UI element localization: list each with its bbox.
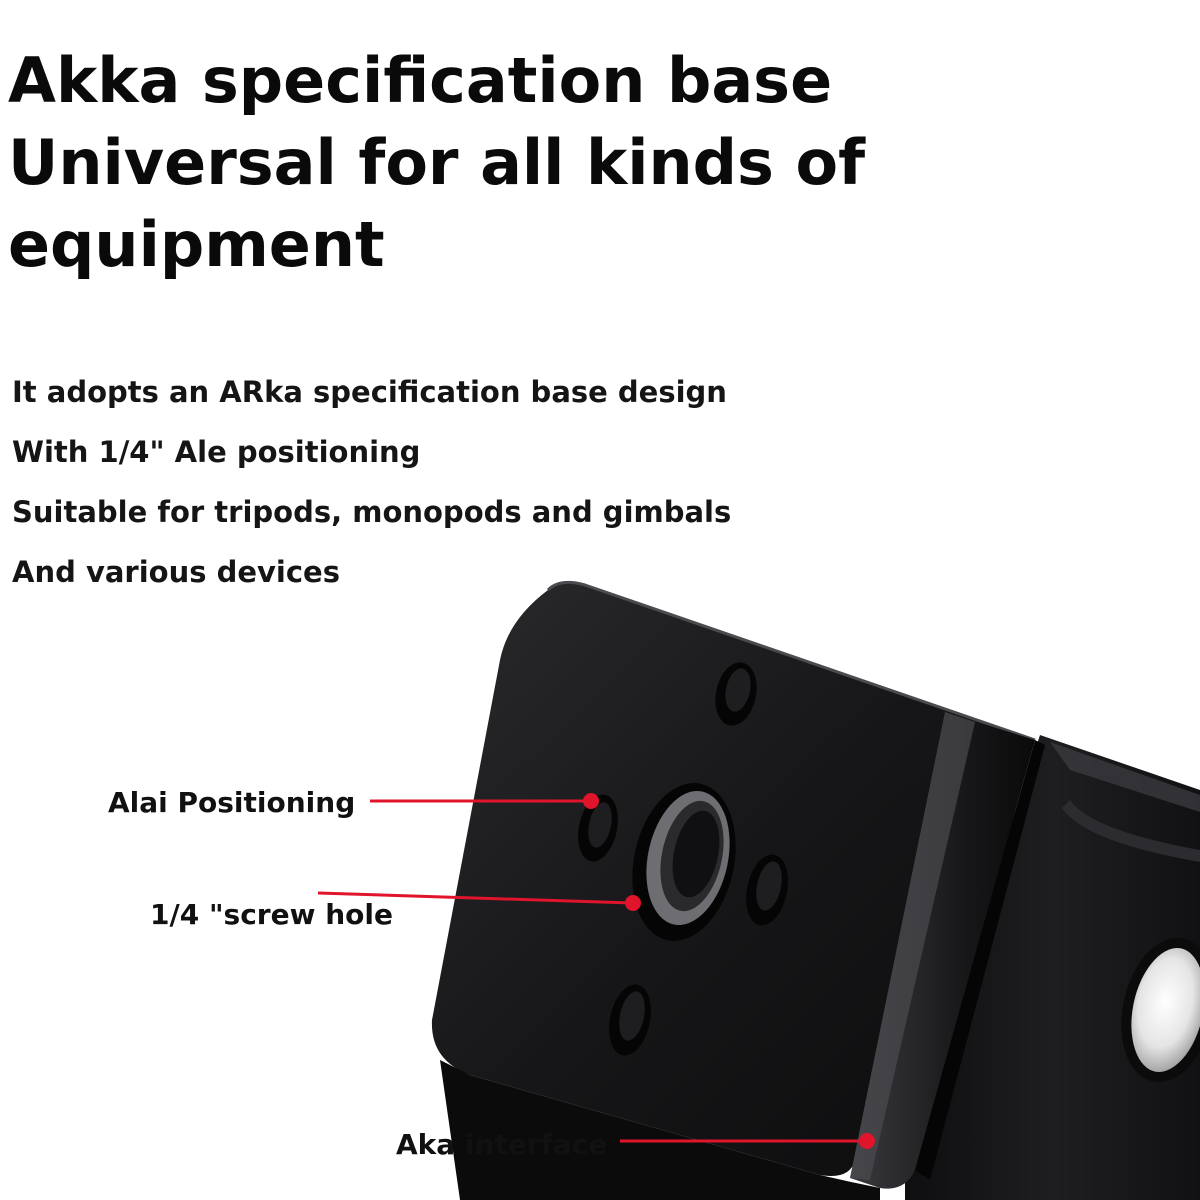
callout-dot-alai bbox=[583, 793, 599, 809]
arca-rail-edge bbox=[850, 712, 1045, 1189]
rear-screw-hole bbox=[1126, 942, 1200, 1078]
callout-dot-screw bbox=[625, 895, 641, 911]
callout-line-screw bbox=[317, 891, 633, 905]
headline-line-3: equipment bbox=[8, 208, 385, 281]
callout-dot-aka bbox=[859, 1133, 875, 1149]
callout-label-screw-hole: 1/4 "screw hole bbox=[150, 898, 393, 931]
center-screw-hole bbox=[632, 783, 736, 941]
callout-label-alai-positioning: Alai Positioning bbox=[108, 786, 356, 819]
feature-item: With 1/4" Ale positioning bbox=[12, 435, 421, 469]
feature-item: And various devices bbox=[12, 555, 340, 589]
headline-line-1: Akka specification base bbox=[8, 44, 833, 117]
positioning-holes bbox=[578, 662, 788, 1056]
callout-lines bbox=[317, 793, 875, 1149]
headline-line-2: Universal for all kinds of bbox=[8, 126, 866, 199]
callout-label-aka-interface: Aka interface bbox=[396, 1128, 608, 1161]
rail-body bbox=[905, 735, 1200, 1200]
headline: Akka specification base Universal for al… bbox=[8, 40, 865, 286]
feature-list: It adopts an ARka specification base des… bbox=[12, 362, 731, 602]
feature-item: Suitable for tripods, monopods and gimba… bbox=[12, 495, 732, 529]
feature-item: It adopts an ARka specification base des… bbox=[12, 375, 727, 409]
